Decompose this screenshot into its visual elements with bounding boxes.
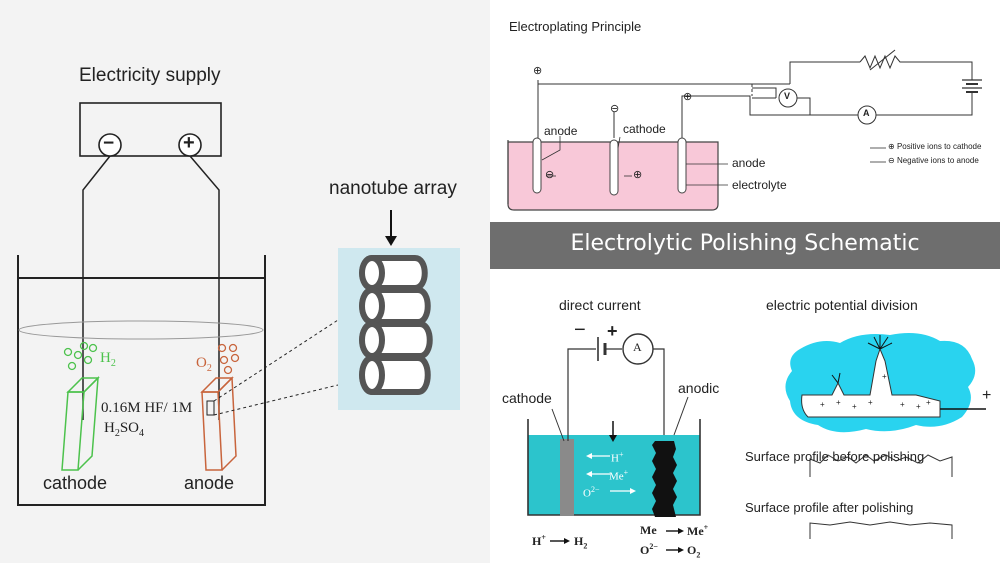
dc-plus: + [607, 321, 618, 341]
cathode-bar [560, 439, 574, 516]
anode-plate [200, 377, 234, 393]
dc-minus: − [574, 319, 586, 341]
top-plus-marker: ⊕ [533, 65, 543, 77]
resistor [859, 54, 920, 70]
electroplating-panel: Electroplating Principle ⊕ ⊖ ⊕ anode cat… [490, 0, 1000, 222]
ion-me: Me+ [609, 468, 629, 483]
reaction-h-right: H2 [574, 534, 588, 551]
reaction-o-left: O2− [640, 542, 658, 557]
electroplating-title: Electroplating Principle [509, 19, 642, 34]
ion-h: H+ [611, 450, 624, 465]
anode-wire [189, 155, 220, 420]
electrolyte-label: electrolyte [732, 178, 787, 192]
svg-text:+: + [882, 372, 887, 381]
polishing-panel: direct current − + A cathode anodic H+ M… [490, 269, 740, 563]
minus-symbol: − [103, 133, 115, 154]
svg-text:+: + [836, 398, 841, 407]
callout-box [206, 400, 215, 416]
main-wire [537, 80, 790, 85]
reaction-h-left: H+ [532, 533, 546, 548]
potential-panel: + + + + + + + + electric potential division +… [740, 269, 1000, 563]
cathode-rod [609, 139, 619, 196]
potential-title: electric potential division [766, 297, 918, 313]
anode-label: anode [184, 473, 235, 493]
svg-text:+: + [852, 402, 857, 411]
profile-after [809, 521, 953, 539]
svg-text:+: + [916, 402, 921, 411]
ion-o: O2− [583, 485, 600, 500]
after-label: Surface profile after polishing [745, 500, 914, 515]
left-panel: Electricity supply − + nanotube array H2… [0, 0, 490, 563]
battery [962, 79, 982, 93]
anodization-diagram [17, 102, 460, 506]
profile-before [809, 454, 953, 477]
h2-label: H2 [100, 350, 116, 369]
legend-positive: ⊕ Positive ions to cathode [888, 142, 982, 151]
polishing-cell-diagram [527, 333, 701, 553]
section-banner: Electrolytic Polishing Schematic [490, 222, 1000, 269]
ammeter-letter: A [633, 340, 642, 354]
potential-plus: + [982, 387, 992, 404]
cathode-wire [82, 155, 111, 420]
reaction-me-left: Me [640, 523, 657, 537]
reaction-me-right: Me+ [687, 523, 709, 538]
cathode-label: cathode [43, 473, 108, 493]
voltmeter-label: V [784, 91, 791, 101]
cathode-plate-front [61, 391, 85, 471]
liquid-surface [18, 320, 264, 340]
svg-text:+: + [900, 400, 905, 409]
anode-ion-marker: ⊖ [545, 169, 555, 181]
cathode-top-label: cathode [623, 122, 666, 136]
o2-label: O2 [196, 355, 212, 374]
o2-bubbles [217, 343, 240, 375]
before-label: Surface profile before polishing [745, 449, 925, 464]
anode-left-label: anode [544, 124, 578, 138]
potential-division-diagram: + + + + + + + + [785, 333, 986, 539]
svg-text:+: + [820, 400, 825, 409]
legend-negative: ⊖ Negative ions to anode [888, 156, 979, 165]
anode-left-rod [532, 137, 542, 194]
beaker [17, 255, 266, 506]
anodic-label: anodic [678, 380, 720, 396]
svg-text:+: + [868, 398, 873, 407]
banner-title: Electrolytic Polishing Schematic [570, 231, 920, 256]
electrolyte-line1: 0.16M HF/ 1M [101, 400, 193, 416]
nanotube-label: nanotube array [329, 178, 457, 199]
reaction-o-right: O2 [687, 543, 701, 560]
nanotube-stack [359, 255, 433, 395]
svg-text:+: + [926, 398, 931, 407]
cathode-polish-label: cathode [502, 390, 552, 406]
power-supply-box [79, 102, 222, 157]
top-plus-marker-2: ⊕ [683, 91, 693, 103]
ammeter-label: A [863, 108, 870, 118]
plus-symbol: + [183, 132, 195, 154]
workpiece-profile [801, 347, 941, 418]
top-minus-marker: ⊖ [610, 103, 620, 115]
charge-marks: + + + + + + + + [820, 372, 931, 411]
anode-plate-front [201, 391, 223, 471]
supply-label: Electricity supply [79, 65, 221, 86]
anode-right-rod [677, 137, 687, 194]
electrolyte-line2: H2SO4 [104, 420, 145, 439]
h2-bubbles [63, 341, 98, 371]
electroplating-diagram [507, 49, 982, 211]
anode-right-label: anode [732, 156, 766, 170]
anodic-bar [652, 441, 677, 517]
dc-label: direct current [559, 297, 641, 313]
cathode-ion-marker: ⊕ [633, 169, 643, 181]
